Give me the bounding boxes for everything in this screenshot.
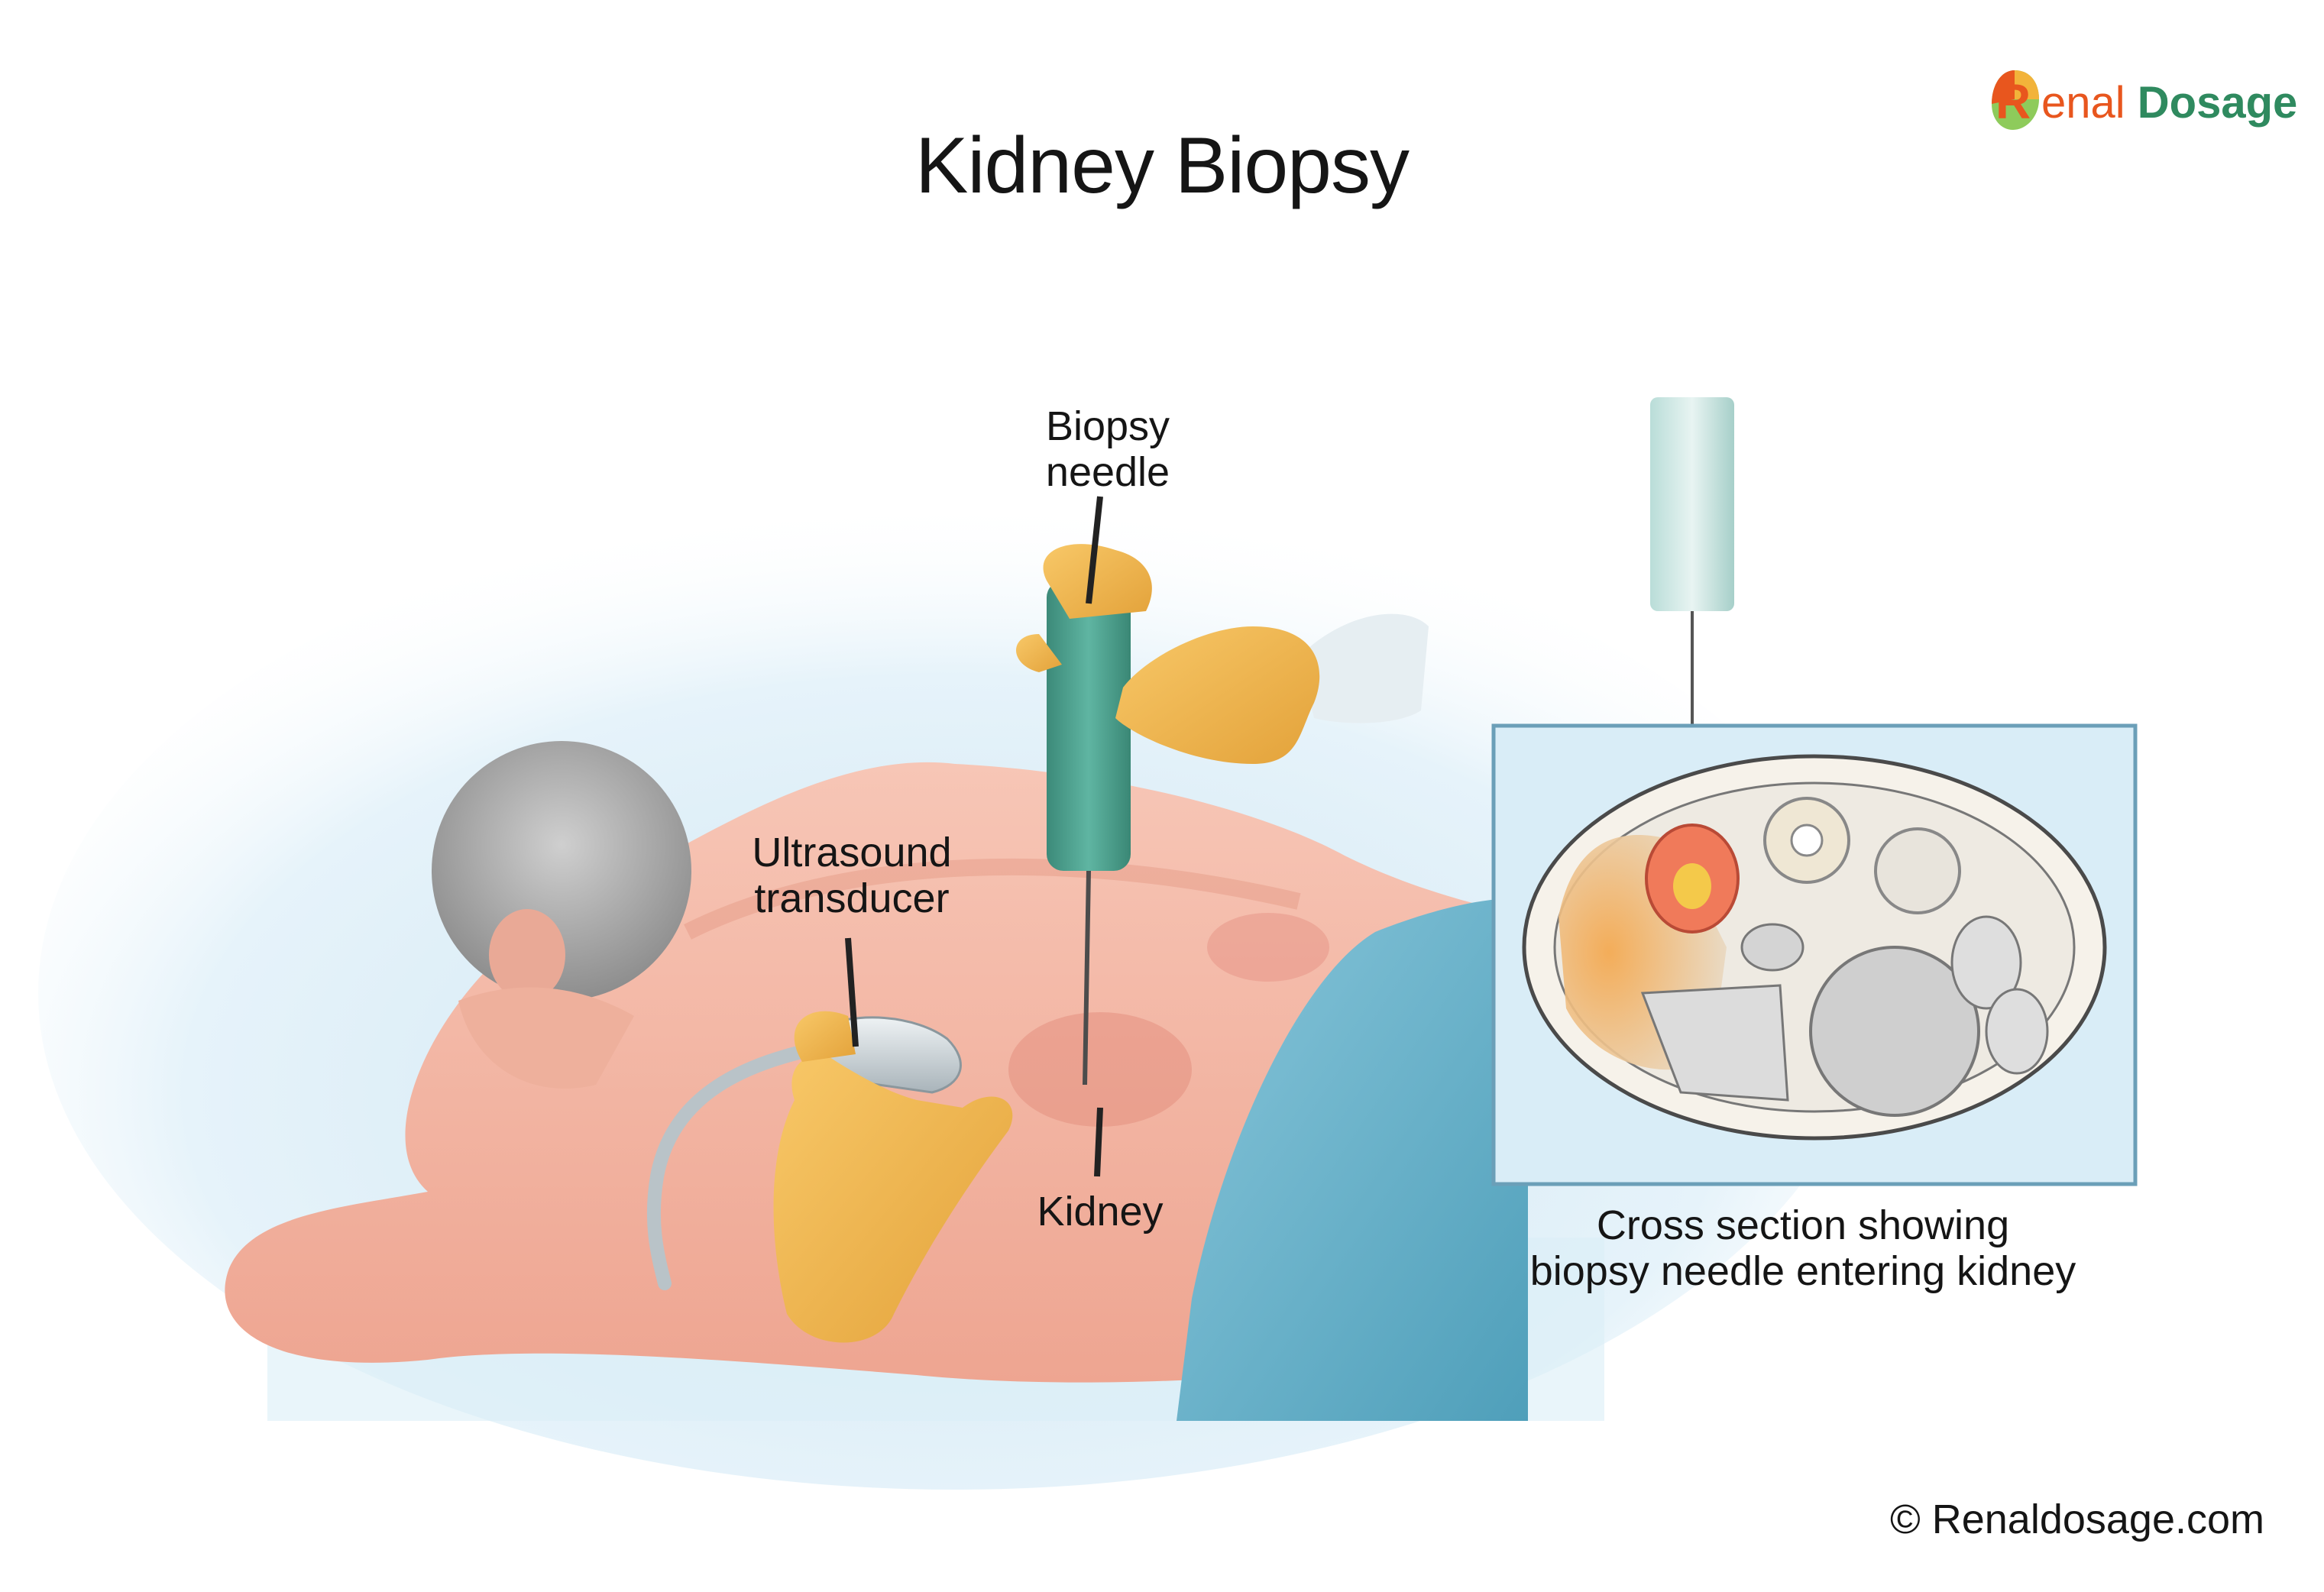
cross-section-caption-line-2: biopsy needle entering kidney (1529, 1248, 2076, 1294)
biopsy-needle-label-line-2: needle (1045, 449, 1170, 495)
biopsy-needle-label: Biopsy needle (993, 403, 1222, 495)
upper-glove-fingers (1043, 544, 1152, 619)
cross-section-caption-line-1: Cross section showing (1596, 1202, 2010, 1248)
logo: R enal Dosage (1986, 64, 2297, 141)
spine-shadow (684, 858, 1301, 940)
upper-sleeve (1299, 613, 1429, 723)
cross-section-anatomy (1522, 754, 2107, 1141)
biopsy-needle-shaft (1083, 870, 1091, 1086)
logo-word-1: enal (2041, 77, 2125, 128)
kidney-outline-left (1008, 1012, 1192, 1127)
logo-icon (1992, 70, 2039, 130)
logo-word-2: Dosage (2137, 77, 2298, 128)
biopsy-needle-label-line-1: Biopsy (1045, 403, 1170, 449)
lower-glove (773, 1054, 1013, 1343)
cross-section-syringe (1650, 397, 1734, 611)
logo-initial: R (1995, 74, 2031, 129)
transducer-cable (646, 1040, 832, 1290)
ultrasound-transducer-label-line-1: Ultrasound (752, 830, 952, 875)
kidney-leader-line (1094, 1107, 1103, 1177)
transducer-leader-line (845, 937, 859, 1047)
kidney-label: Kidney (1037, 1189, 1164, 1234)
biopsy-needle-body (1047, 581, 1131, 871)
cross-section-caption: Cross section showing biopsy needle ente… (1421, 1202, 2185, 1294)
patient-face (458, 987, 634, 1089)
logo-mark: R (1986, 72, 2037, 133)
logo-text: enal Dosage (2041, 77, 2297, 128)
lower-glove-thumb (794, 1011, 856, 1062)
surgical-drape (1177, 898, 1528, 1421)
stomach (1809, 946, 1980, 1117)
ultrasound-transducer-label: Ultrasound transducer (726, 830, 978, 921)
page-title: Kidney Biopsy (914, 121, 1410, 210)
copyright-notice: © Renaldosage.com (1889, 1497, 2264, 1542)
upper-glove (1115, 626, 1320, 764)
right-kidney (1874, 827, 1961, 914)
ultrasound-transducer-label-line-2: transducer (754, 875, 950, 921)
needle-leader-line (1086, 496, 1103, 604)
kidney-outline-right (1207, 913, 1329, 982)
upper-glove-index (1016, 634, 1062, 672)
patient-ear (489, 909, 565, 1001)
